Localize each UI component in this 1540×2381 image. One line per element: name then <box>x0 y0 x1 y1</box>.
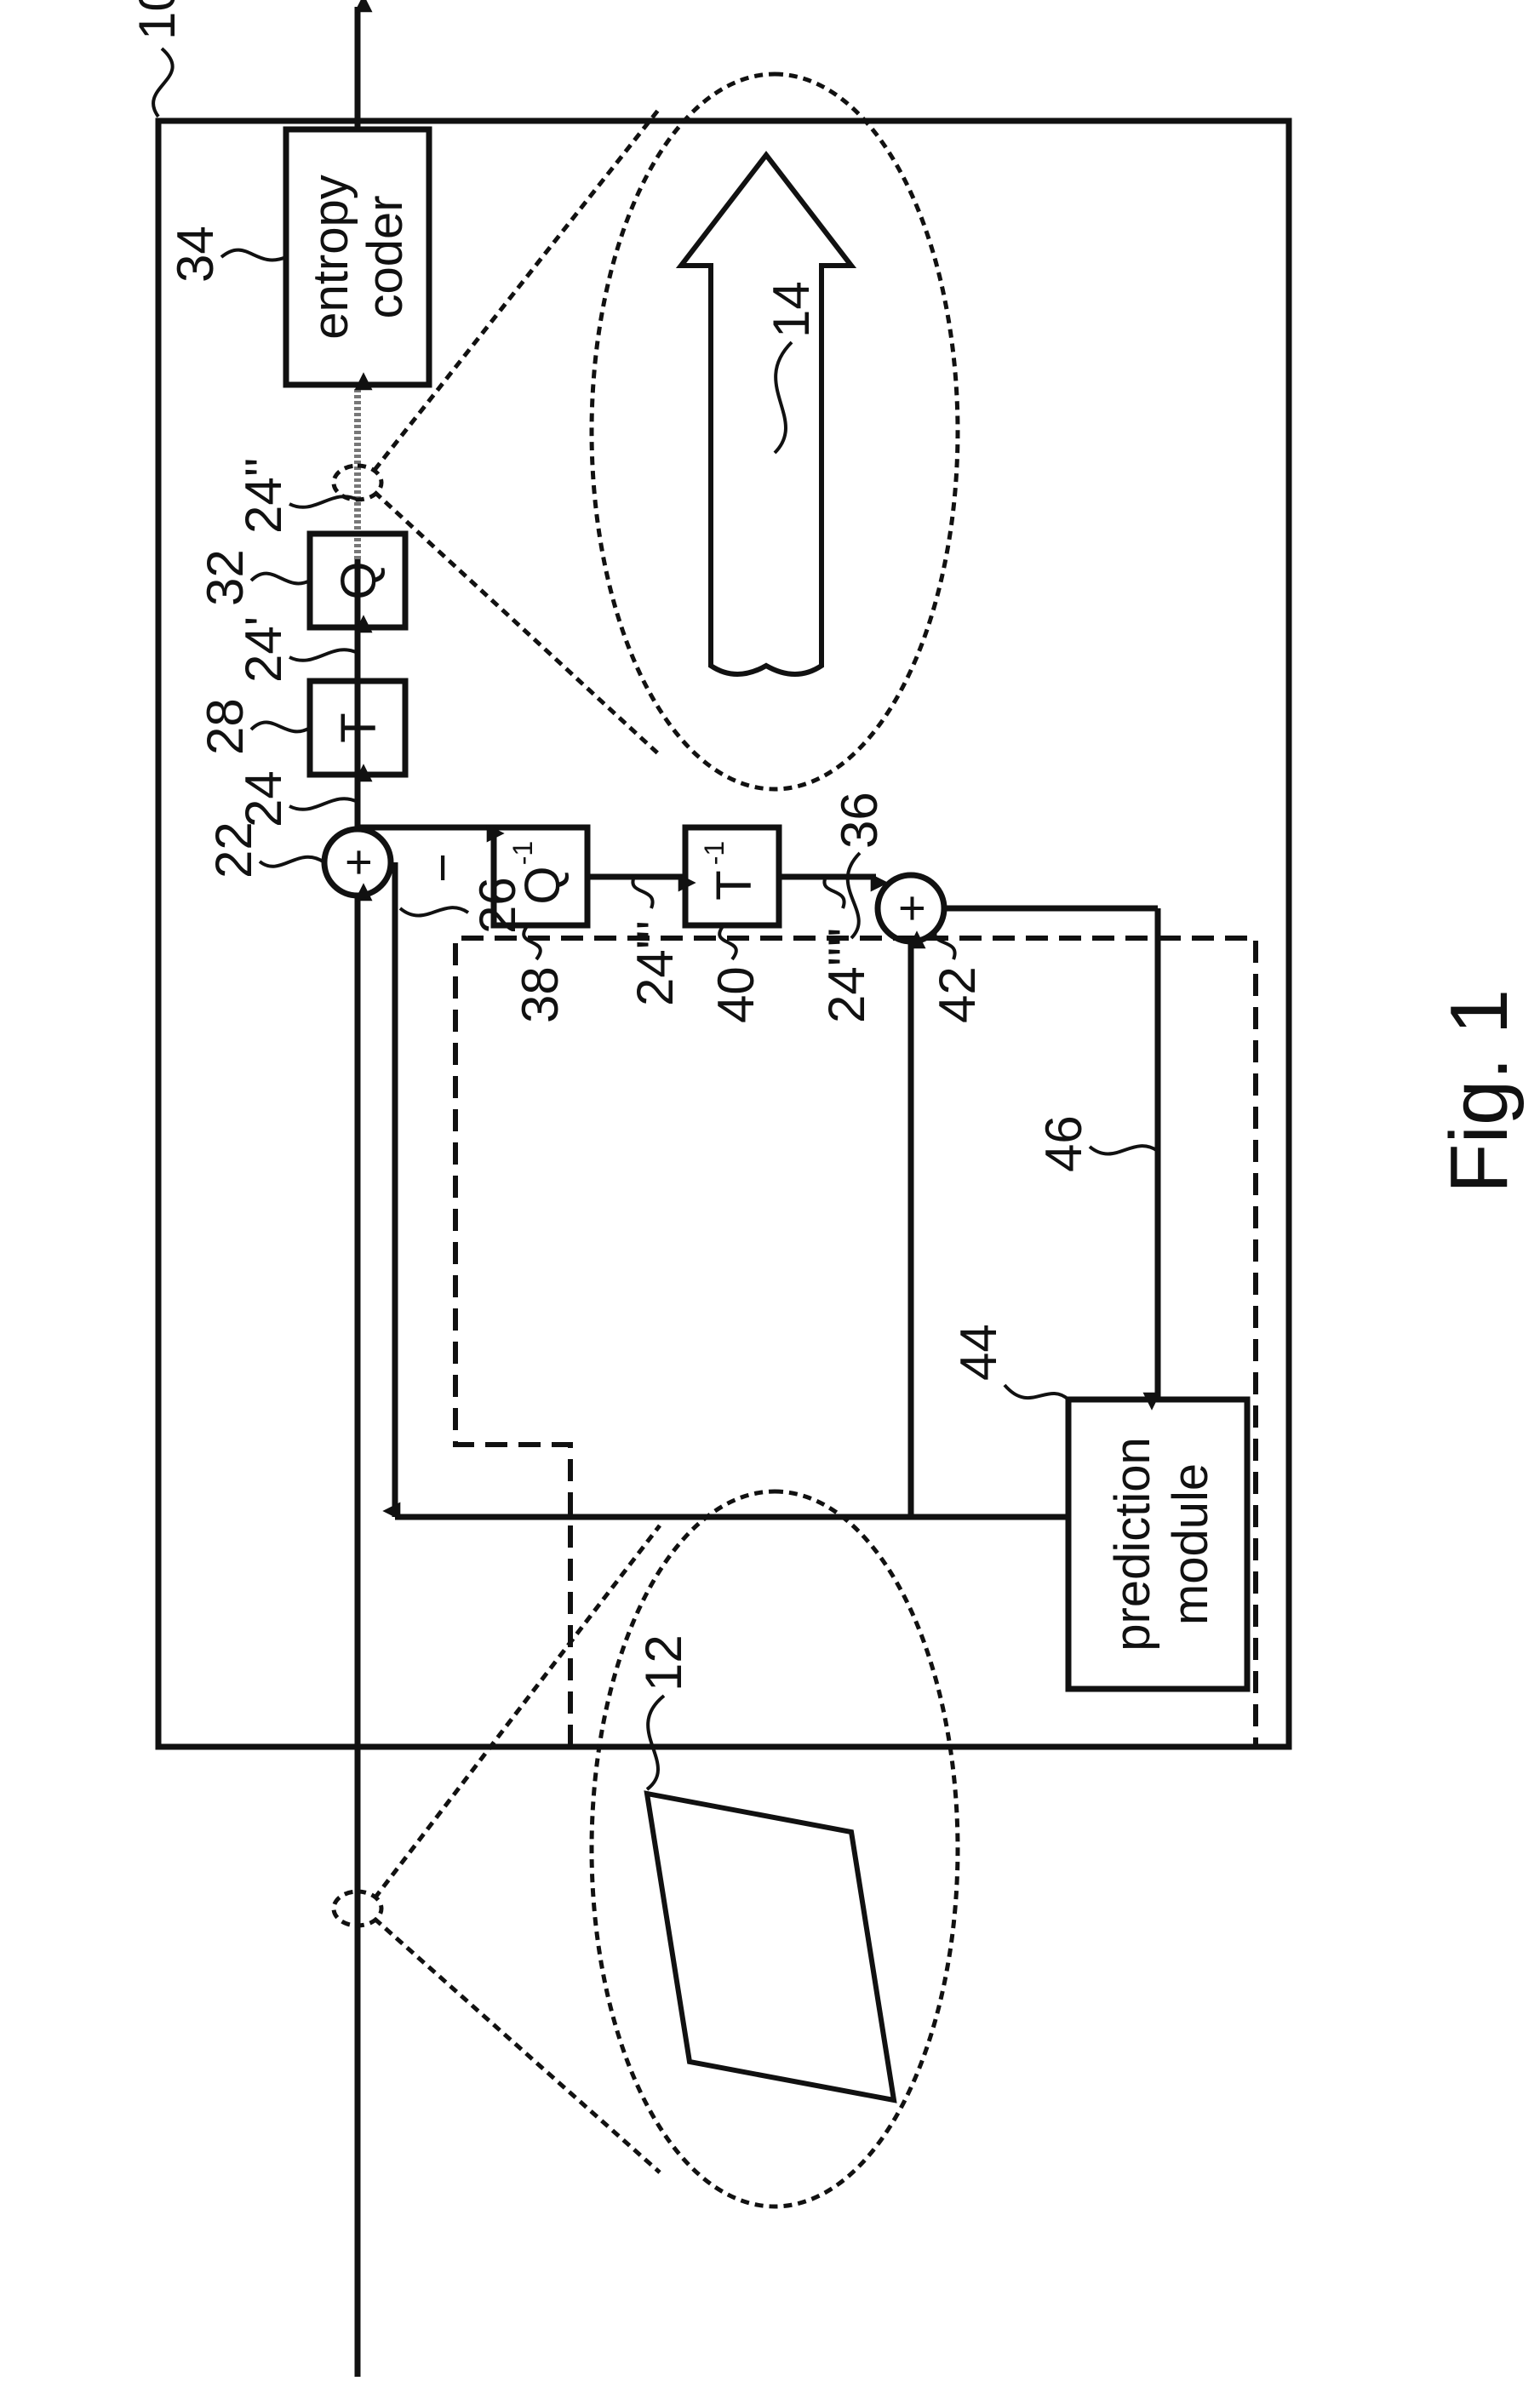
ref-12: 12 <box>635 1634 692 1691</box>
leader-26 <box>400 907 468 915</box>
leader-24ppp <box>633 877 652 908</box>
entropy-coder-label-2: coder <box>358 195 413 318</box>
leader-24pppp <box>824 877 844 908</box>
ref-14: 14 <box>763 281 820 338</box>
leader-14 <box>775 342 792 453</box>
ref-24: 24 <box>235 770 292 827</box>
ref-26: 26 <box>469 877 526 934</box>
prediction-module-label-2: module <box>1163 1463 1218 1625</box>
ref-24pp: 24'' <box>235 457 292 534</box>
leader-36 <box>848 853 860 938</box>
ref-42: 42 <box>929 966 986 1023</box>
leader-44 <box>1005 1385 1068 1399</box>
ref-22: 22 <box>205 821 262 879</box>
figure-caption: Fig. 1 <box>1434 989 1525 1193</box>
leader-10 <box>153 49 173 117</box>
stream-lens-edge-1 <box>375 492 660 755</box>
leader-40 <box>719 925 736 959</box>
ref-24pppp: 24'''' <box>818 927 875 1023</box>
leader-24 <box>289 798 358 810</box>
stream-lens <box>592 74 958 789</box>
ref-36: 36 <box>831 792 888 849</box>
reconstruction-adder-plus: + <box>884 895 938 923</box>
picture-lens-edge-2 <box>375 1525 660 1898</box>
ref-38: 38 <box>512 966 569 1023</box>
ref-24p: 24' <box>235 616 292 683</box>
entropy-coder-label-1: entropy <box>303 175 358 339</box>
prediction-module-label-1: prediction <box>1105 1437 1160 1651</box>
leader-22 <box>260 857 324 867</box>
ref-10: 10 <box>129 0 186 40</box>
ref-minus: − <box>414 853 471 883</box>
leader-24p <box>289 650 358 661</box>
inverse-quantizer-exp: -1 <box>507 841 538 865</box>
leader-12 <box>647 1696 664 1789</box>
leader-24pp <box>289 496 358 507</box>
picture-lens-edge-1 <box>375 1919 660 2172</box>
leader-42 <box>935 930 954 959</box>
ref-28: 28 <box>197 698 254 755</box>
picture-lens <box>592 1491 958 2206</box>
ref-34: 34 <box>167 226 224 283</box>
inverse-transform-label: T <box>707 870 762 900</box>
ref-46: 46 <box>1035 1115 1092 1172</box>
stream-lens-edge-2 <box>375 108 660 470</box>
data-stream-arrow <box>681 155 851 674</box>
picture-parallelogram <box>647 1794 894 2100</box>
ref-32: 32 <box>197 549 254 606</box>
leader-32 <box>251 574 310 584</box>
leader-28 <box>251 723 310 732</box>
ref-40: 40 <box>707 966 764 1023</box>
leader-34 <box>221 250 286 260</box>
inverse-transform-exp: -1 <box>699 841 730 865</box>
input-adder-plus: + <box>331 849 385 877</box>
leader-38 <box>524 925 541 959</box>
ref-44: 44 <box>950 1324 1007 1381</box>
ref-24ppp: 24''' <box>627 920 684 1006</box>
leader-46 <box>1090 1146 1158 1153</box>
